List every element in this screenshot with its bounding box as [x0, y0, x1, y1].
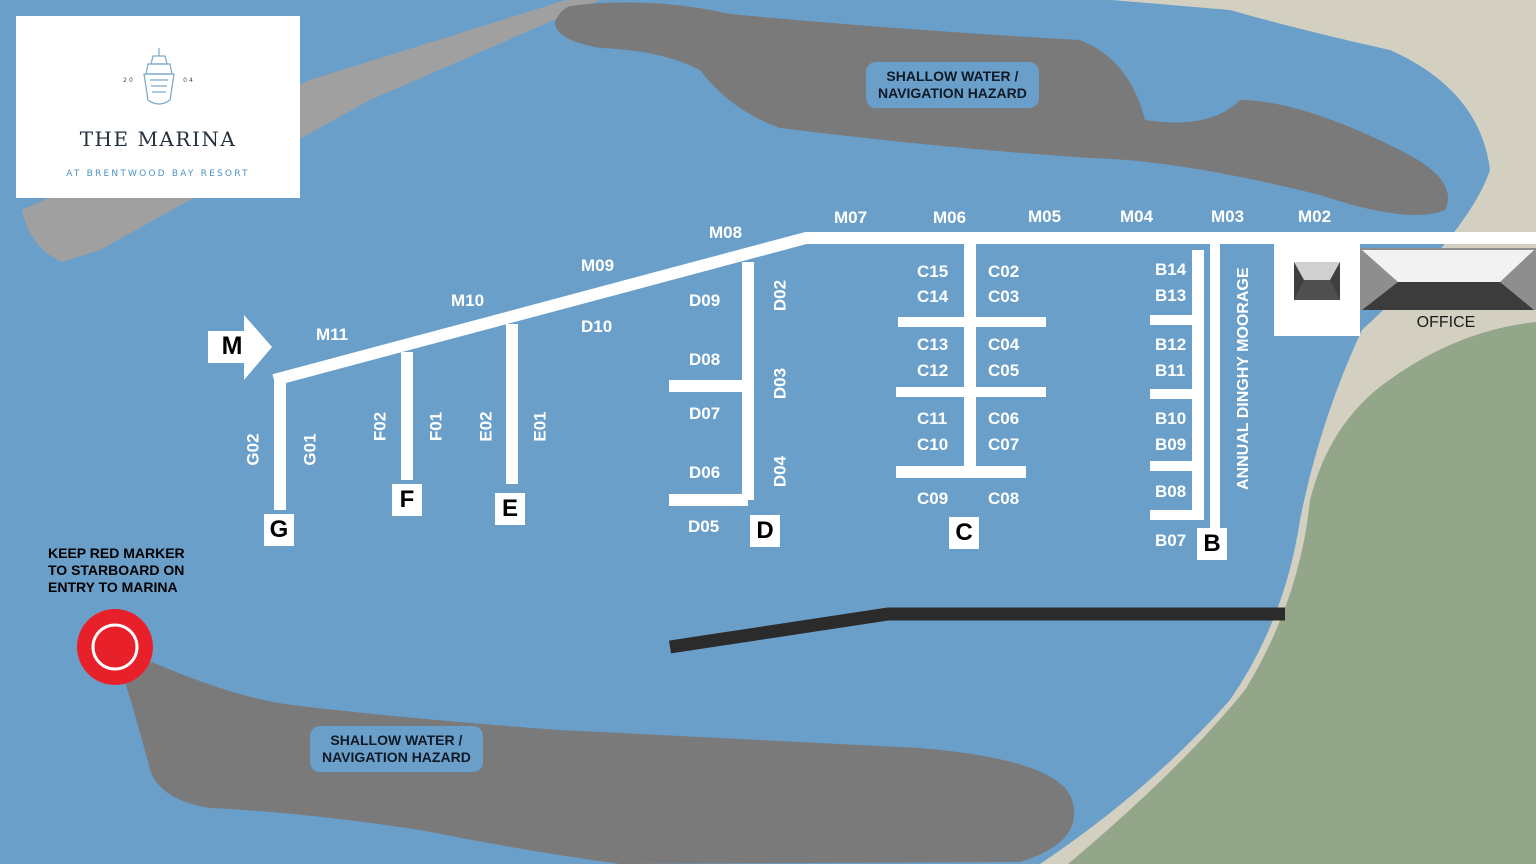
slip-label: M07 [834, 208, 868, 227]
office-building [1360, 248, 1536, 310]
boat-icon [143, 48, 175, 105]
slip-label: G01 [300, 433, 320, 466]
slip-label: C03 [988, 287, 1020, 306]
slip-label: B10 [1155, 409, 1187, 428]
hazard-area-bottom [122, 662, 1075, 864]
marker-note-line: ENTRY TO MARINA [48, 579, 178, 595]
slip-label: M04 [1120, 207, 1154, 226]
slip-label: D03 [770, 367, 790, 400]
marker-note: KEEP RED MARKER TO STARBOARD ON ENTRY TO… [48, 545, 248, 596]
slip-label: F01 [426, 411, 446, 442]
main-dock-m [272, 232, 1536, 386]
slip-label: B09 [1155, 435, 1187, 454]
slip-label: D04 [770, 455, 790, 488]
hazard-label-line: NAVIGATION HAZARD [322, 749, 471, 765]
slip-label: D02 [770, 279, 790, 312]
docks [272, 232, 1536, 540]
dock-e-label: E [495, 493, 525, 525]
dock-f-label: F [392, 484, 422, 516]
slip-label: B14 [1155, 260, 1187, 279]
slip-label: B11 [1155, 361, 1186, 380]
logo-subtitle: AT BRENTWOOD BAY RESORT [66, 169, 250, 179]
hazard-label-line: SHALLOW WATER / [886, 68, 1019, 84]
hazard-label-line: SHALLOW WATER / [330, 732, 463, 748]
hazard-label-bottom: SHALLOW WATER / NAVIGATION HAZARD [310, 726, 483, 772]
dock-d-label: D [750, 515, 780, 547]
hazard-label-top: SHALLOW WATER / NAVIGATION HAZARD [866, 62, 1039, 108]
slip-label: B08 [1155, 482, 1187, 501]
slip-label: M03 [1211, 207, 1245, 226]
dock-c-label: C [949, 517, 979, 549]
entry-arrow-label: M [221, 332, 243, 360]
slip-label: D05 [688, 517, 720, 536]
logo-year-left: 20 [123, 77, 135, 84]
slip-label: C13 [917, 335, 949, 354]
slip-label: B13 [1155, 286, 1187, 305]
slip-label: C15 [917, 262, 949, 281]
slip-label: E01 [530, 411, 550, 442]
breakwater [669, 607, 1285, 654]
slip-label: M09 [581, 256, 615, 275]
marker-note-line: TO STARBOARD ON [48, 562, 185, 578]
slip-label: C07 [988, 435, 1020, 454]
dock-b-label: B [1197, 528, 1227, 560]
park-area [1068, 322, 1536, 864]
slip-label: B12 [1155, 335, 1187, 354]
slip-label: B07 [1155, 531, 1187, 550]
hazard-area-top [555, 2, 1448, 215]
slip-label: C12 [917, 361, 949, 380]
dinghy-moorage-label: ANNUAL DINGHY MOORAGE [1235, 267, 1252, 490]
slip-label: M11 [316, 325, 349, 344]
slip-label: M10 [451, 291, 485, 310]
slip-label: D06 [689, 463, 721, 482]
slip-label: C09 [917, 489, 949, 508]
slip-label: D10 [581, 317, 613, 336]
slip-label: C04 [988, 335, 1020, 354]
office-label: OFFICE [1416, 314, 1476, 331]
logo-title: THE MARINA [79, 127, 237, 151]
slip-label: F02 [370, 411, 390, 442]
logo-year-right: 04 [183, 77, 195, 84]
slip-label: M05 [1028, 207, 1062, 226]
red-marker [77, 609, 153, 685]
slip-label: M06 [933, 208, 967, 227]
slip-label: G02 [243, 433, 263, 466]
slip-label: C10 [917, 435, 949, 454]
slip-label: C02 [988, 262, 1020, 281]
slip-label: M02 [1298, 207, 1332, 226]
entry-arrow [208, 315, 272, 380]
slip-label: C08 [988, 489, 1020, 508]
marker-note-line: KEEP RED MARKER [48, 545, 185, 561]
slip-label: C14 [917, 287, 949, 306]
slip-label: D09 [689, 291, 721, 310]
slip-label: D07 [689, 404, 721, 423]
hazard-label-line: NAVIGATION HAZARD [878, 85, 1027, 101]
logo-card: 20 04 THE MARINA AT BRENTWOOD BAY RESORT [16, 16, 300, 198]
slip-label: C05 [988, 361, 1020, 380]
slip-label: M08 [709, 223, 743, 242]
slip-label: C11 [917, 409, 948, 428]
small-building [1294, 262, 1340, 300]
slip-label: C06 [988, 409, 1020, 428]
slip-label: D08 [689, 350, 721, 369]
dock-g-label: G [264, 514, 294, 546]
slip-label: E02 [476, 411, 496, 442]
